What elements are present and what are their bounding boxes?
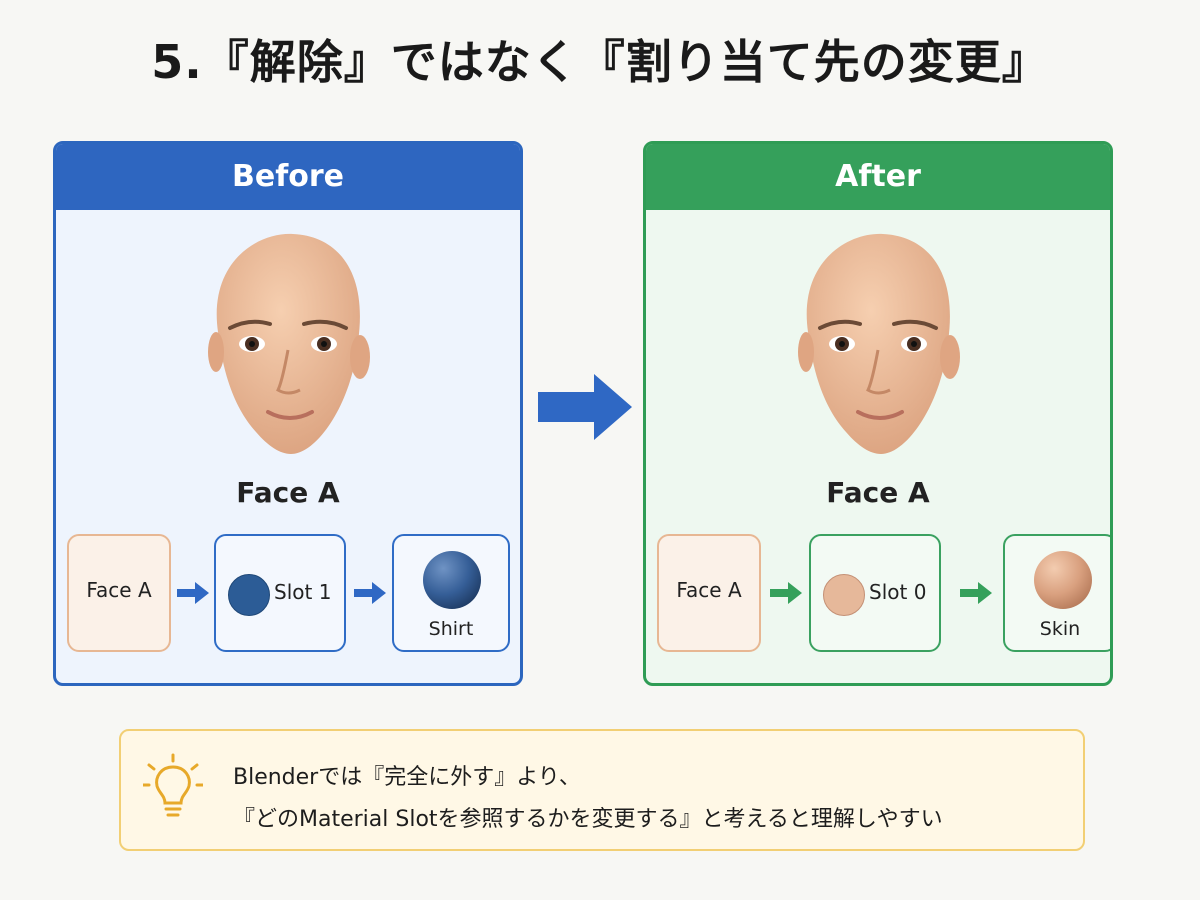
face-box-label: Face A <box>676 578 742 602</box>
tip-box: Blenderでは『完全に外す』より、 『どのMaterial Slotを参照す… <box>119 729 1085 851</box>
face-box: Face A <box>657 534 761 652</box>
slot-label: Slot 1 <box>274 580 332 604</box>
transition-arrow-icon <box>538 374 632 440</box>
tip-text-line-1: Blenderでは『完全に外す』より、 <box>233 765 581 790</box>
face-illustration <box>798 233 960 454</box>
face-box-label: Face A <box>86 578 152 602</box>
right-arrow-icon <box>354 582 386 604</box>
lightbulb-icon <box>143 753 203 817</box>
slot-color-dot <box>823 574 865 616</box>
page-title: 5.『解除』ではなく『割り当て先の変更』 <box>151 35 1049 89</box>
face-label: Face A <box>826 476 930 509</box>
right-arrow-icon <box>960 582 992 604</box>
after-header: After <box>646 144 1110 210</box>
before-panel: Before Face A Face A Slot 1 <box>53 141 523 686</box>
after-panel: After Face A Face A Slot 0 <box>643 141 1113 686</box>
before-header: Before <box>56 144 520 210</box>
shirt-material-sphere-icon <box>423 551 481 609</box>
right-arrow-icon <box>770 582 802 604</box>
right-arrow-icon <box>177 582 209 604</box>
material-box: Shirt <box>392 534 510 652</box>
skin-material-sphere-icon <box>1034 551 1092 609</box>
tip-text-line-2: 『どのMaterial Slotを参照するかを変更する』と考えると理解しやすい <box>233 807 943 832</box>
material-label: Shirt <box>428 618 474 640</box>
slot-box: Slot 1 <box>214 534 346 652</box>
slot-color-dot <box>228 574 270 616</box>
slot-label: Slot 0 <box>869 580 927 604</box>
face-illustration <box>208 233 370 454</box>
face-box: Face A <box>67 534 171 652</box>
slot-box: Slot 0 <box>809 534 941 652</box>
material-label: Skin <box>1039 618 1081 640</box>
face-label: Face A <box>236 476 340 509</box>
material-box: Skin <box>1003 534 1110 652</box>
